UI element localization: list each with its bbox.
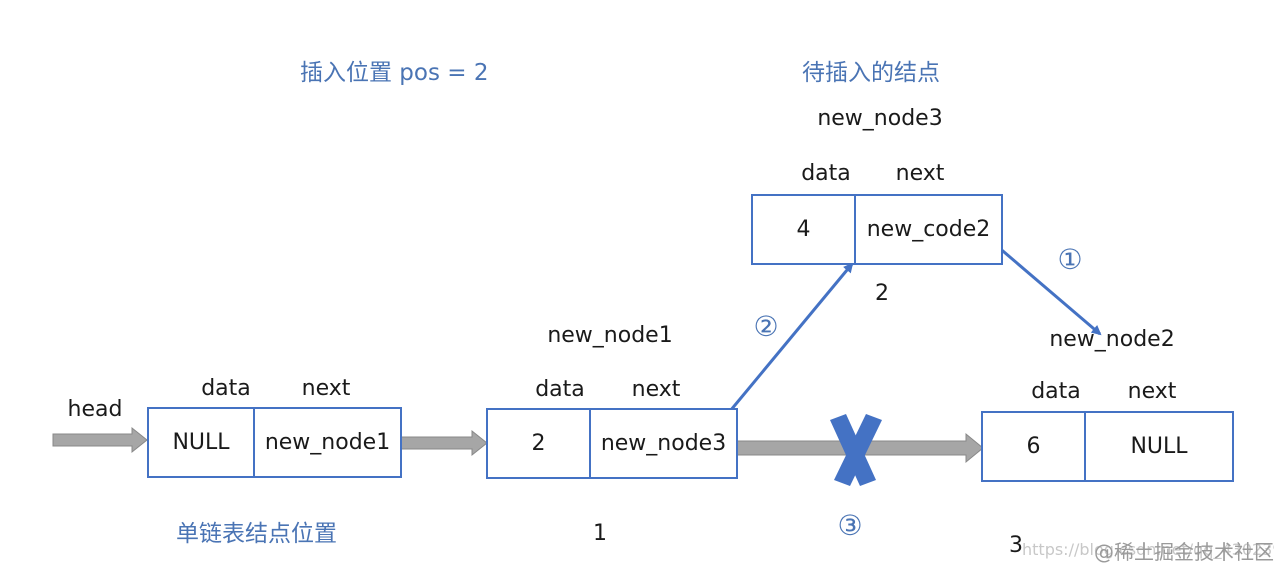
list-node-positions-label: 单链表结点位置 xyxy=(176,521,337,547)
inserted-node-name: new_node3 xyxy=(817,106,943,131)
inserted-node-position: 2 xyxy=(875,281,889,306)
node1-next-header: next xyxy=(631,377,681,402)
step-2-badge: ② xyxy=(753,310,779,343)
node0-data-cell: NULL xyxy=(149,409,255,476)
node1-next-cell: new_node3 xyxy=(600,431,727,456)
inserted-node-next-header: next xyxy=(895,161,945,186)
cross-icon xyxy=(830,414,882,486)
node0-next-cell: new_node1 xyxy=(264,430,391,455)
node0-next-header: next xyxy=(301,376,351,401)
step1-link-arrow xyxy=(989,238,1102,336)
node1-data-header: data xyxy=(535,377,585,402)
node1-data-cell: 2 xyxy=(488,410,591,477)
node0-to-node1-arrow xyxy=(392,429,488,457)
inserted-node-data-cell: 4 xyxy=(753,196,856,263)
inserted-node-box: 4 new_code2 xyxy=(751,194,1003,265)
node2-data-header: data xyxy=(1031,379,1081,404)
inserted-node-data-header: data xyxy=(801,161,851,186)
inserted-node-next-cell: new_code2 xyxy=(866,217,991,242)
insert-position-label: 插入位置 pos = 2 xyxy=(300,60,489,86)
watermark-brand: @稀土掘金技术社区 xyxy=(1094,540,1274,564)
node0-data-header: data xyxy=(201,376,251,401)
node2-data-cell: 6 xyxy=(983,413,1086,480)
node2-next-header: next xyxy=(1127,379,1177,404)
node0-box: NULL new_node1 xyxy=(147,407,402,478)
step2-link-arrow xyxy=(714,262,854,429)
node1-name: new_node1 xyxy=(547,323,673,348)
node-to-insert-label: 待插入的结点 xyxy=(802,60,940,86)
node1-box: 2 new_node3 xyxy=(486,408,738,479)
node2-next-cell: NULL xyxy=(1130,434,1188,459)
node2-name: new_node2 xyxy=(1049,327,1175,352)
step-3-badge: ③ xyxy=(837,509,863,542)
step-1-badge: ① xyxy=(1057,243,1083,276)
node1-position: 1 xyxy=(593,521,607,546)
head-arrow xyxy=(52,426,148,454)
node2-position: 3 xyxy=(1009,533,1023,558)
node2-box: 6 NULL xyxy=(981,411,1234,482)
watermark-url: https://blog.csdn.net/qq_43023907 xyxy=(1022,540,1274,559)
head-label: head xyxy=(67,397,123,422)
